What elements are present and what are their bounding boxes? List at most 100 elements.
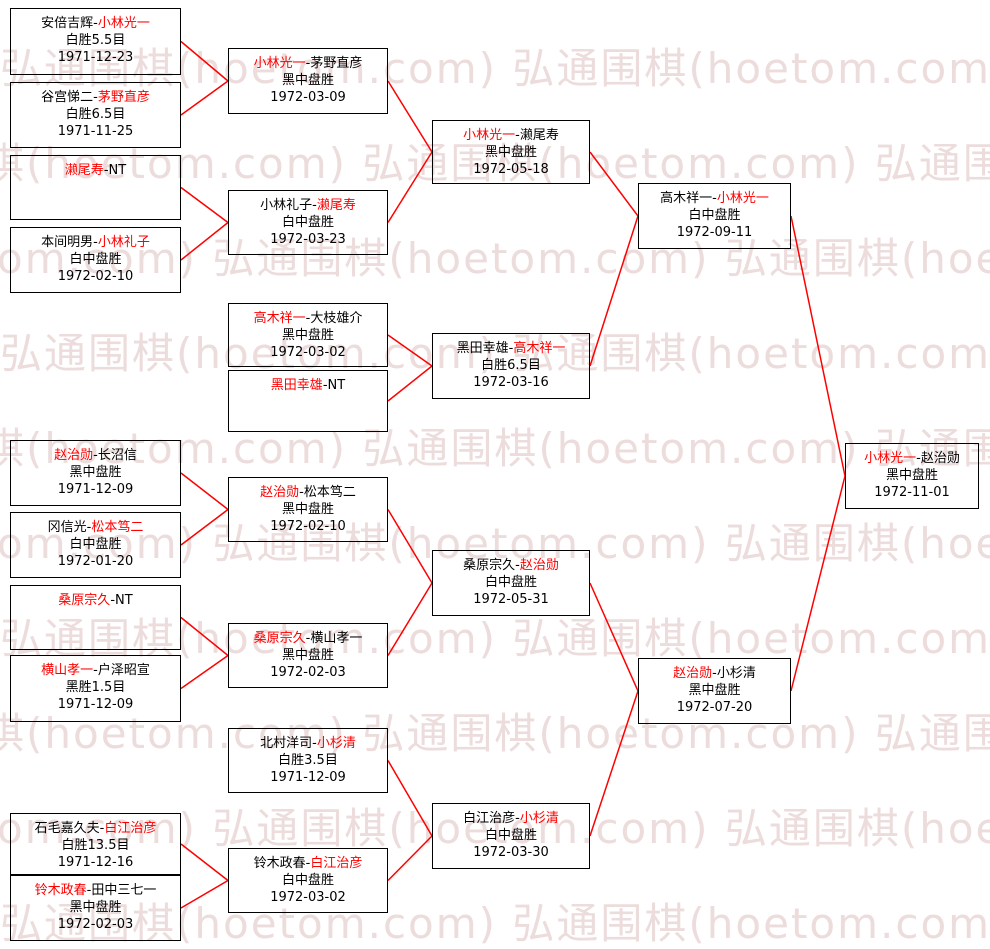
player1-name: 铃木政春 — [253, 856, 306, 871]
player2-name: 大枝雄介 — [310, 311, 363, 326]
watermark-text: 弘通围棋(hoetom.com) 弘通围棋(hoetom.com) 弘通围棋(h… — [0, 329, 990, 378]
match-date: 1972-09-11 — [676, 225, 753, 240]
player1-name: 黑田幸雄 — [270, 378, 323, 393]
player-separator: - — [515, 811, 520, 826]
match-players: 小林光一-茅野直彦 — [229, 55, 387, 72]
player1-name: 赵治勋 — [260, 485, 300, 500]
player2-name: 濑尾寿 — [519, 128, 559, 143]
player1-name: 石毛嘉久夫 — [34, 821, 100, 836]
match-result: 黑中盘胜 — [688, 683, 741, 698]
bracket-line — [589, 690, 639, 837]
match-result: 黑中盘胜 — [281, 502, 334, 517]
match-date: 1972-03-16 — [473, 375, 549, 390]
player1-name: 高木祥一 — [253, 311, 306, 326]
match-players: 谷宫悌二-茅野直彦 — [11, 89, 180, 106]
bracket-line — [387, 334, 433, 367]
match-result: 黑中盘胜 — [281, 648, 334, 663]
player1-name: 桑原宗久 — [253, 631, 306, 646]
bracket-line — [180, 616, 229, 657]
player1-name: 横山孝一 — [41, 663, 94, 678]
match-result: 黑中盘胜 — [281, 328, 334, 343]
match-date: 1972-11-01 — [874, 485, 950, 500]
bracket-line — [387, 835, 433, 882]
player1-name: 铃木政春 — [34, 883, 87, 898]
match-date: 1972-02-03 — [270, 665, 346, 680]
watermark-text: 弘通围棋(hoetom.com) 弘通围棋(hoetom.com) 弘通围棋(h… — [0, 234, 990, 283]
bracket-line — [180, 879, 229, 909]
bracket-line — [180, 221, 229, 261]
player2-name: NT — [327, 378, 346, 393]
watermark-text: 弘通围棋(hoetom.com) 弘通围棋(hoetom.com) 弘通围棋(h… — [0, 899, 990, 948]
player2-name: NT — [108, 163, 127, 178]
match-players: 北村洋司-小杉清 — [229, 735, 387, 752]
match-box-f1: 小林光一-赵治勋黑中盘胜 1972-11-01 — [845, 443, 979, 509]
player1-name: 濑尾寿 — [64, 163, 104, 178]
player2-name: 赵治勋 — [920, 451, 960, 466]
match-date: 1972-02-10 — [270, 519, 346, 534]
player-separator: - — [86, 520, 92, 535]
match-players: 白江治彦-小杉清 — [433, 810, 589, 827]
match-result: 白中盘胜 — [69, 252, 122, 267]
bracket-line — [589, 151, 639, 217]
player-separator: - — [305, 631, 311, 646]
player2-name: 松本笃二 — [91, 520, 144, 535]
player-separator: - — [93, 90, 98, 105]
match-players: 小林光一-赵治勋 — [846, 450, 978, 467]
player2-name: 田中三七一 — [91, 883, 157, 898]
player-separator: - — [508, 341, 514, 356]
player2-name: 横山孝一 — [310, 631, 363, 646]
player1-name: 小林光一 — [253, 56, 306, 71]
match-players: 高木祥一-小林光一 — [639, 190, 790, 207]
player1-name: 桑原宗久 — [58, 593, 111, 608]
bracket-line — [180, 843, 229, 882]
bracket-line — [589, 215, 639, 367]
watermark-text: 弘通围棋(hoetom.com) 弘通围棋(hoetom.com) 弘通围棋(h… — [0, 614, 990, 663]
player1-name: 冈信光 — [47, 520, 87, 535]
bracket-line — [180, 654, 229, 690]
player-separator: - — [305, 856, 311, 871]
watermark-text: 弘通围棋(hoetom.com) 弘通围棋(hoetom.com) 弘通围棋(h… — [0, 709, 990, 758]
player-separator: - — [103, 163, 109, 178]
player2-name: 小杉清 — [316, 736, 356, 751]
player1-name: 白江治彦 — [463, 811, 516, 826]
match-result: 白胜3.5目 — [278, 753, 338, 768]
player1-name: 赵治勋 — [673, 666, 713, 681]
match-result: 白胜13.5目 — [61, 838, 130, 853]
player-separator: - — [86, 883, 92, 898]
match-date: 1972-03-02 — [270, 345, 346, 360]
player-separator: - — [322, 378, 328, 393]
match-players: 铃木政春-田中三七一 — [11, 882, 180, 899]
match-players: 黑田幸雄-高木祥一 — [433, 340, 589, 357]
bracket-line — [180, 508, 229, 546]
match-date: 1972-03-02 — [270, 890, 346, 905]
match-result: 白中盘胜 — [688, 208, 741, 223]
match-date: 1972-03-30 — [473, 845, 549, 860]
match-players: 高木祥一-大枝雄介 — [229, 310, 387, 327]
match-players: 赵治勋-松本笃二 — [229, 484, 387, 501]
match-result: 黑中盘胜 — [484, 145, 537, 160]
match-result: 黑中盘胜 — [69, 465, 122, 480]
match-date: 1971-12-09 — [57, 697, 134, 712]
player2-name: 白江治彦 — [104, 821, 157, 836]
match-box-r2m4: 黑田幸雄-NT — [228, 370, 388, 432]
match-players: 小林礼子-濑尾寿 — [229, 197, 387, 214]
match-players: 赵治勋-长沼信 — [11, 447, 180, 464]
match-result: 白胜6.5目 — [65, 107, 126, 122]
match-date: 1972-01-20 — [57, 554, 134, 569]
bracket-line — [790, 215, 846, 477]
player2-name: 白江治彦 — [310, 856, 363, 871]
player2-name: 小林光一 — [716, 191, 769, 206]
match-players: 石毛嘉久夫-白江治彦 — [11, 820, 180, 837]
player2-name: 小林光一 — [97, 16, 150, 31]
match-result: 黑中盘胜 — [885, 468, 938, 483]
player-separator: - — [712, 191, 717, 206]
bracket-line — [790, 475, 846, 692]
